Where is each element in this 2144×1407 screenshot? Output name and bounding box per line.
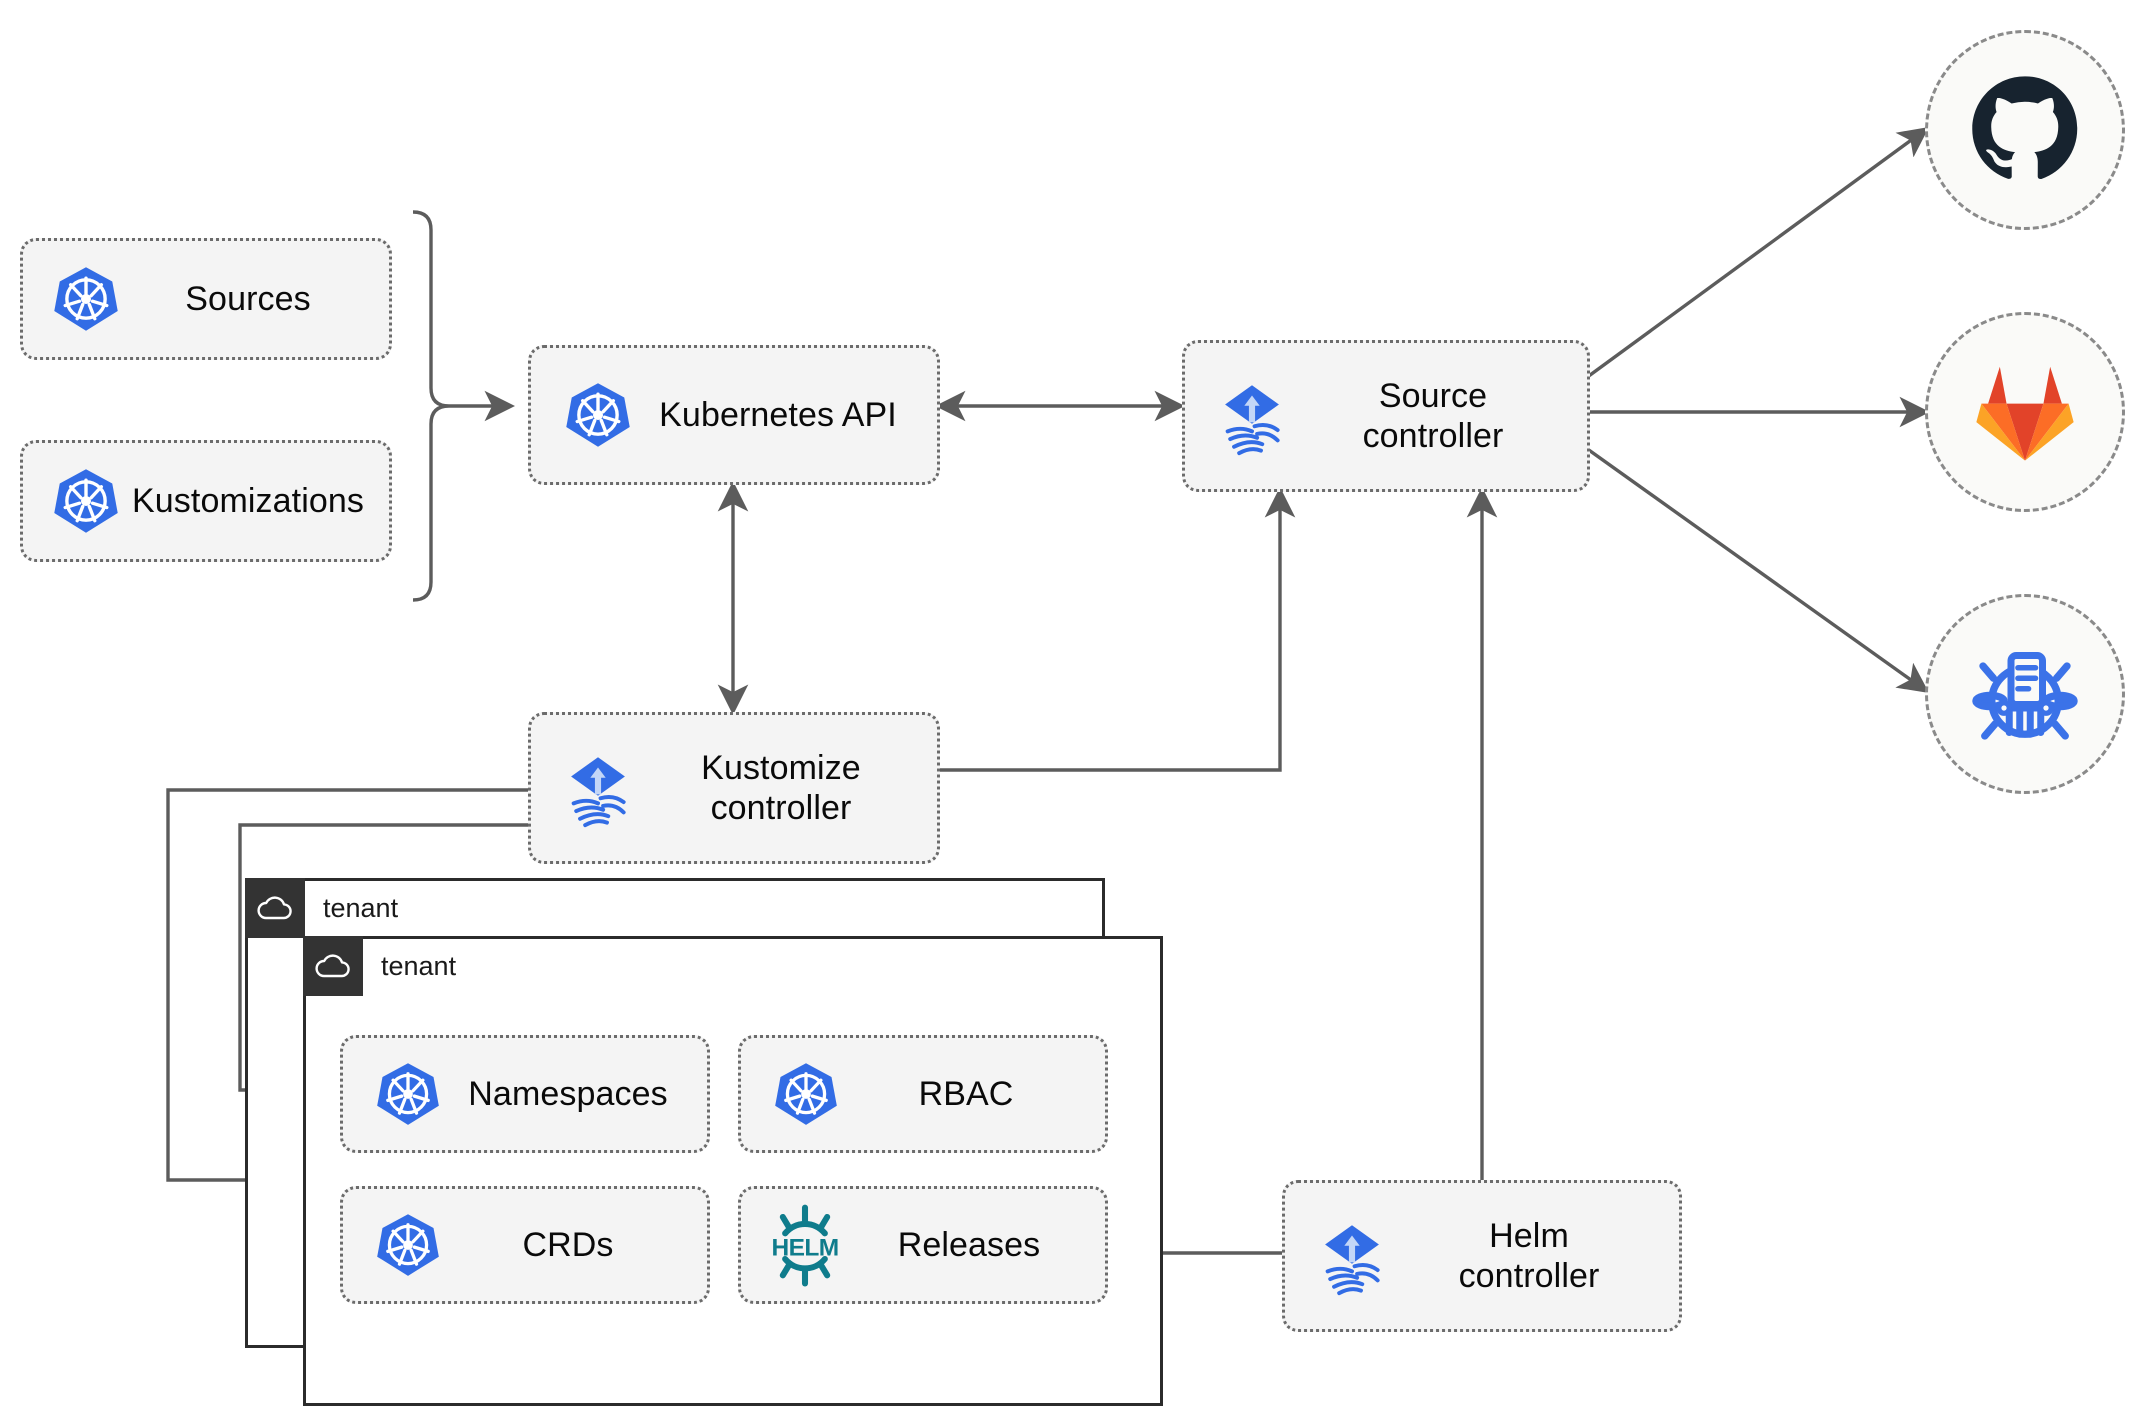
provider-bucket[interactable]	[1925, 594, 2125, 794]
tenant-item-label: Namespaces	[468, 1074, 668, 1113]
kubernetes-icon	[373, 1059, 443, 1129]
provider-github[interactable]	[1925, 30, 2125, 230]
kustomize-controller-node[interactable]: Kustomize controller	[528, 712, 940, 864]
helm-repository-icon	[1972, 652, 2078, 740]
node-label: Kubernetes API	[659, 395, 897, 434]
tenant-item-label: Releases	[897, 1225, 1041, 1264]
kubernetes-icon	[51, 466, 121, 536]
tenant-label: tenant	[323, 892, 399, 923]
kubernetes-icon	[563, 380, 633, 450]
provider-gitlab[interactable]	[1925, 312, 2125, 512]
node-label: Kustomize controller	[701, 748, 861, 827]
cloud-icon	[245, 878, 305, 938]
tenant-item-label: RBAC	[918, 1074, 1014, 1113]
helm-controller-node[interactable]: Helm controller	[1282, 1180, 1682, 1332]
tenant-item-namespaces[interactable]: Namespaces	[340, 1035, 710, 1153]
tenant-tab: tenant	[303, 936, 456, 996]
helm-icon: HELM	[763, 1203, 847, 1287]
svg-text:HELM: HELM	[771, 1235, 838, 1262]
tenant-item-crds[interactable]: CRDs	[340, 1186, 710, 1304]
flux-icon	[557, 747, 639, 829]
resource-label: Sources	[185, 279, 311, 318]
tenant-item-label: CRDs	[522, 1225, 614, 1264]
github-icon	[1972, 76, 2078, 180]
tenant-item-releases[interactable]: HELM Releases	[738, 1186, 1108, 1304]
flux-icon	[1211, 375, 1293, 457]
node-label: Helm controller	[1458, 1216, 1600, 1295]
resource-sources-box[interactable]: Sources	[20, 238, 392, 360]
flux-icon	[1311, 1215, 1393, 1297]
tenant-container-inner[interactable]: tenant	[303, 936, 1163, 1406]
cloud-icon	[303, 936, 363, 996]
tenant-label: tenant	[381, 950, 457, 981]
resource-kustomizations-box[interactable]: Kustomizations	[20, 440, 392, 562]
kubernetes-api-node[interactable]: Kubernetes API	[528, 345, 940, 485]
kubernetes-icon	[51, 264, 121, 334]
kubernetes-icon	[771, 1059, 841, 1129]
resource-label: Kustomizations	[132, 481, 364, 520]
tenant-item-rbac[interactable]: RBAC	[738, 1035, 1108, 1153]
node-label: Source controller	[1362, 376, 1504, 455]
gitlab-icon	[1976, 366, 2074, 461]
source-controller-node[interactable]: Source controller	[1182, 340, 1590, 492]
kubernetes-icon	[373, 1210, 443, 1280]
tenant-tab: tenant	[245, 878, 398, 938]
